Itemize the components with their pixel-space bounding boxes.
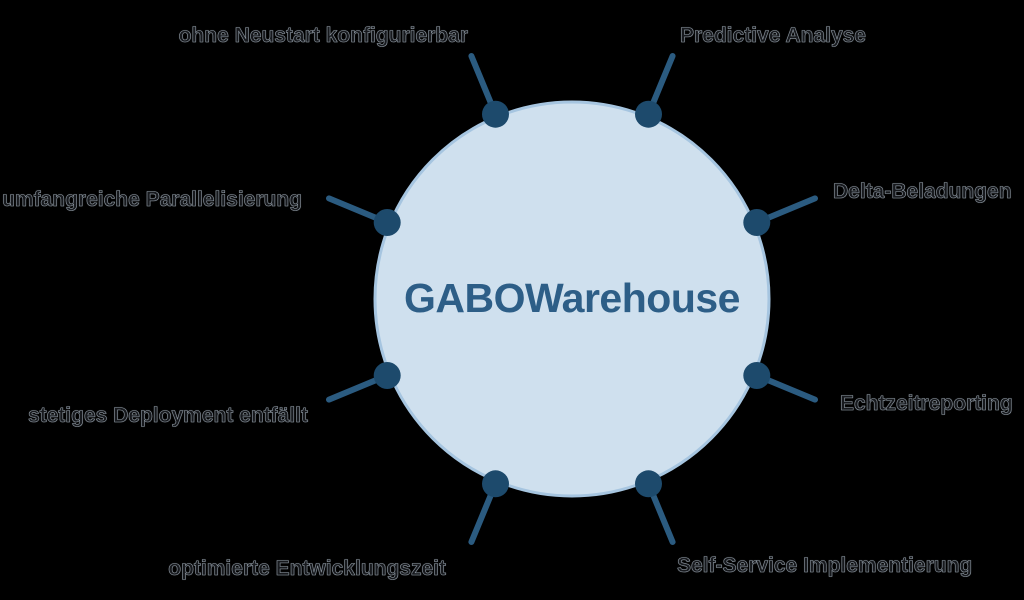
feature-label-left-lower: stetiges Deployment entfällt	[27, 404, 309, 428]
feature-label-bottom-left: optimierte Entwicklungszeit	[168, 557, 446, 581]
hub-title: GABOWarehouse	[404, 275, 740, 321]
node-dot	[482, 470, 509, 498]
hub-circle	[373, 100, 771, 498]
node-dot	[373, 209, 401, 236]
node-dot	[743, 209, 771, 236]
feature-label-right-lower: Echtzeitreporting	[840, 392, 1013, 416]
node-dot	[482, 100, 509, 128]
node-dot	[635, 100, 662, 128]
feature-label-top-left: ohne Neustart konfigurierbar	[178, 24, 468, 48]
feature-label-top-right: Predictive Analyse	[680, 24, 867, 48]
feature-label-left-upper: umfangreiche Parallelisierung	[2, 188, 303, 212]
node-dot	[635, 470, 662, 498]
feature-label-bottom-right: Self-Service Implementierung	[677, 554, 973, 578]
node-dots	[373, 100, 771, 498]
feature-label-right-upper: Delta-Beladungen	[833, 180, 1012, 204]
node-dot	[373, 362, 401, 389]
node-dot	[743, 362, 771, 389]
